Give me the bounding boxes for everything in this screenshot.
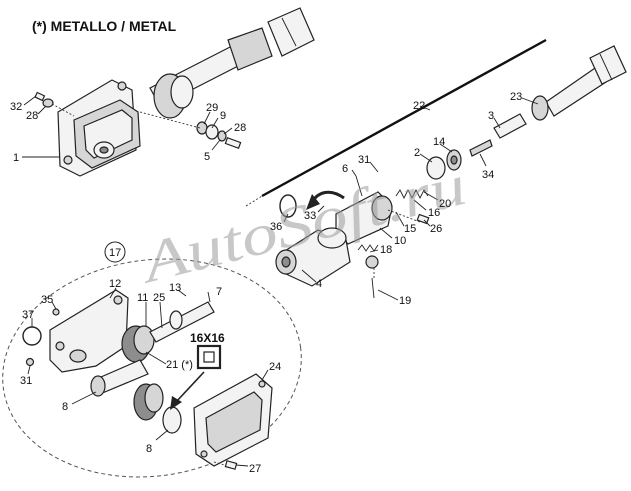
callout-31: 31 <box>358 154 370 166</box>
callout-8: 8 <box>146 443 152 455</box>
callout-22: 22 <box>413 100 425 112</box>
callout-36: 36 <box>270 221 282 233</box>
callout-34: 34 <box>482 169 494 181</box>
callout-3: 3 <box>488 110 494 122</box>
callout-19: 19 <box>399 295 411 307</box>
callout-14: 14 <box>433 136 445 148</box>
shaft-22 <box>245 38 547 207</box>
upper-gearbox-assembly <box>34 7 315 177</box>
gear-housing-4 <box>275 190 379 299</box>
callout-20: 20 <box>439 198 451 210</box>
group-17-detail <box>2 241 302 478</box>
callout-15: 15 <box>404 223 416 235</box>
callout-4: 4 <box>316 278 322 290</box>
callout-labels: 32 28 1 29 9 28 5 22 23 3 14 2 34 6 31 2… <box>10 91 522 475</box>
callout-28: 28 <box>26 110 38 122</box>
callout-35: 35 <box>41 294 53 306</box>
callout-33: 33 <box>304 210 316 222</box>
middle-right-parts <box>335 113 527 245</box>
callout-16: 16 <box>428 207 440 219</box>
callout-31: 31 <box>20 375 32 387</box>
callout-28: 28 <box>234 122 246 134</box>
callout-32: 32 <box>10 101 22 113</box>
shaft-23 <box>531 45 627 121</box>
callout-9: 9 <box>220 110 226 122</box>
callout-6: 6 <box>342 163 348 175</box>
callout-27: 27 <box>249 463 261 475</box>
callout-11: 11 <box>137 292 148 304</box>
callout-12: 12 <box>109 278 121 290</box>
callout-21: 21 (*) <box>166 359 193 371</box>
callout-24: 24 <box>269 361 281 373</box>
callout-7: 7 <box>216 286 222 298</box>
callout-13: 13 <box>169 282 181 294</box>
socket-size-label: 16X16 <box>190 331 225 345</box>
callout-10: 10 <box>394 235 406 247</box>
callout-37: 37 <box>22 309 34 321</box>
group-17-label: 17 <box>109 247 121 259</box>
callout-1: 1 <box>13 152 19 164</box>
callout-29: 29 <box>206 102 218 114</box>
callout-5: 5 <box>204 151 210 163</box>
callout-2: 2 <box>414 147 420 159</box>
callout-26: 26 <box>430 223 442 235</box>
callout-23: 23 <box>510 91 522 103</box>
leader-lines <box>22 95 539 467</box>
callout-8: 8 <box>62 401 68 413</box>
diagram-title: (*) METALLO / METAL <box>32 18 177 34</box>
callout-25: 25 <box>153 292 165 304</box>
callout-18: 18 <box>380 244 392 256</box>
